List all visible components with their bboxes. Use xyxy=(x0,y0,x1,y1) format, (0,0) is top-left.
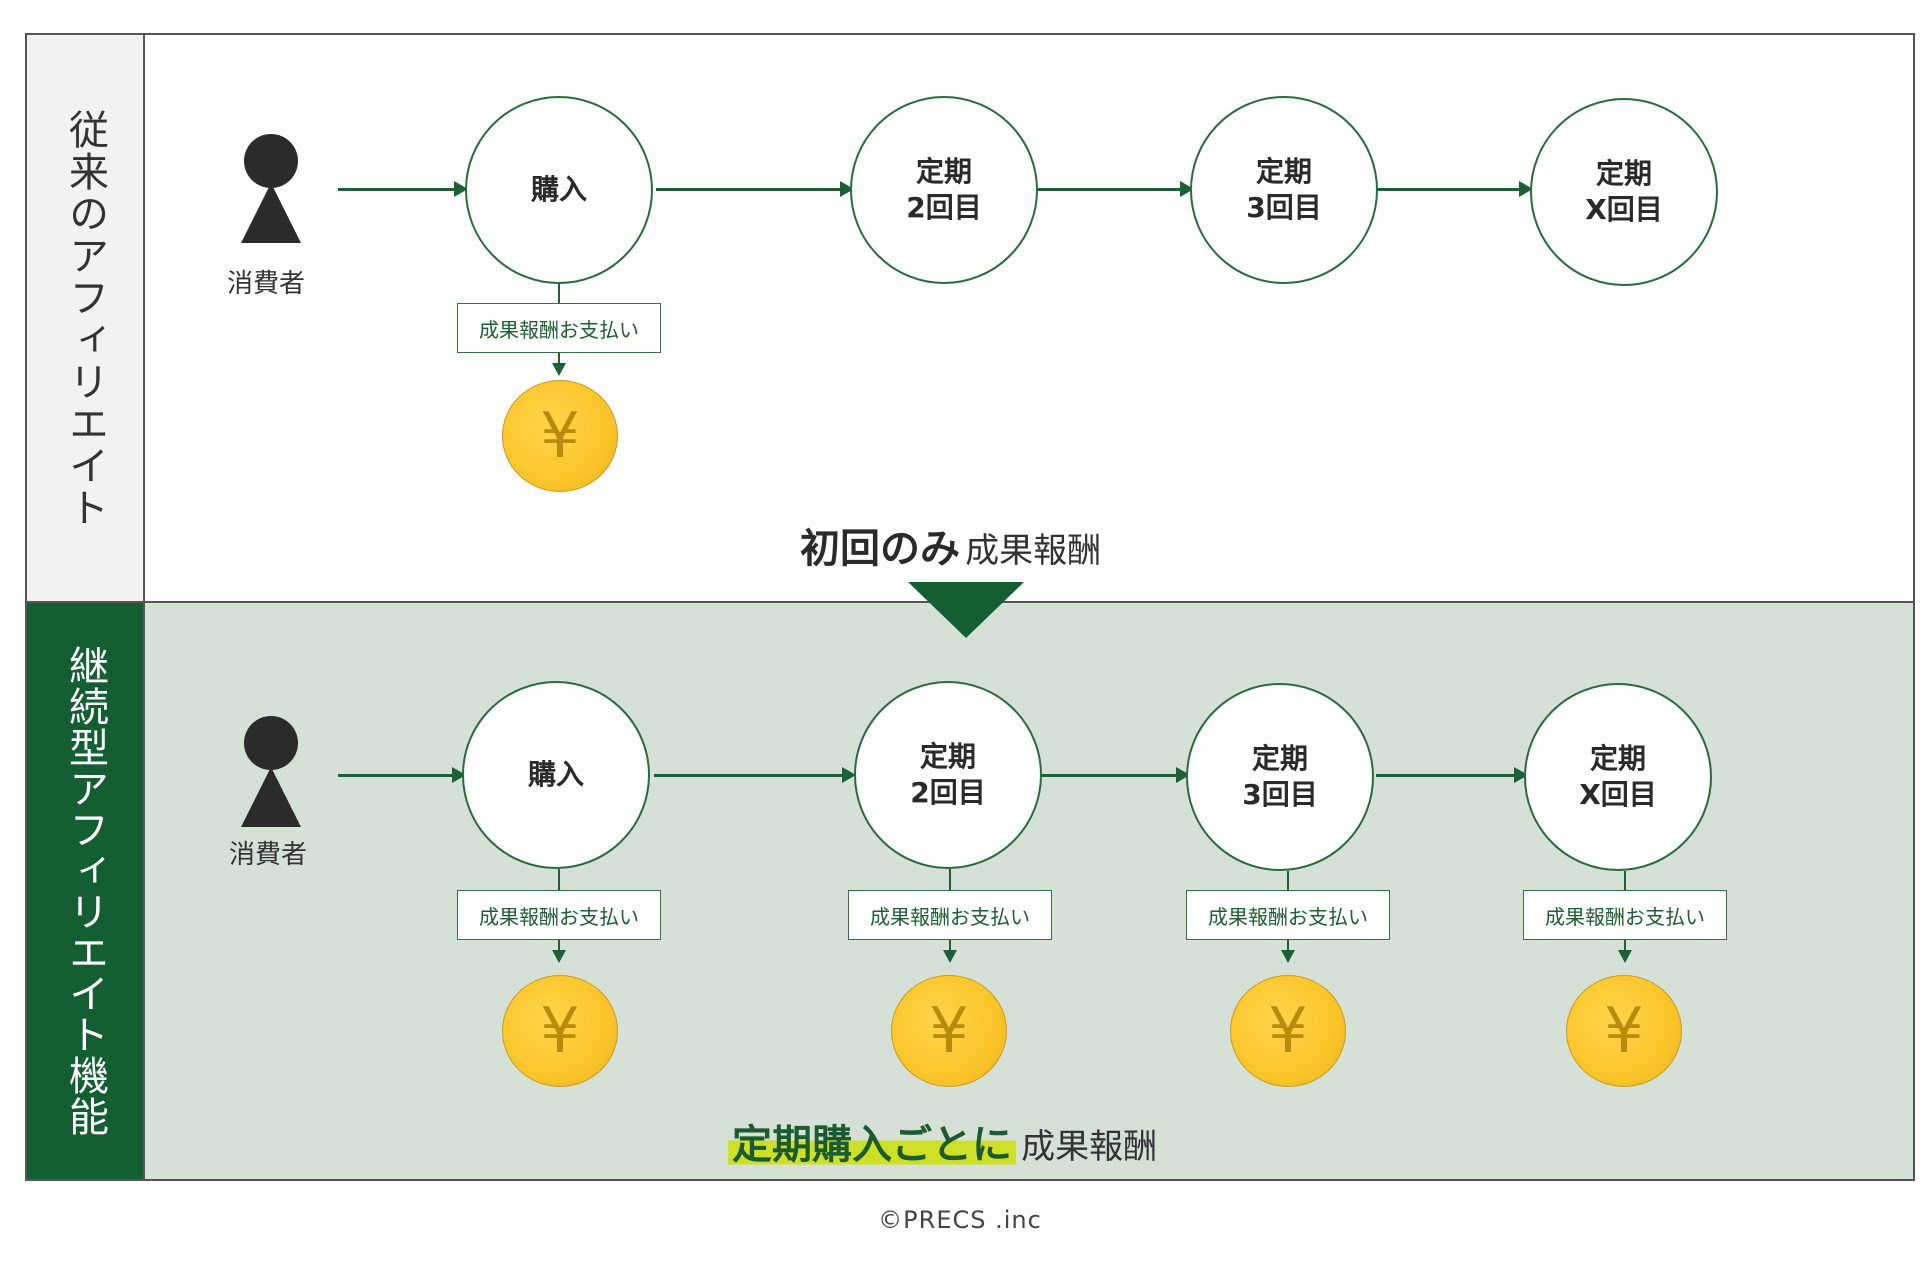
payment-connector xyxy=(949,940,951,950)
payment-label: 成果報酬お支払い xyxy=(1208,904,1368,929)
yen-coin-icon: ¥ xyxy=(891,975,1007,1087)
payment-arrow-icon xyxy=(1618,950,1632,963)
consumer-body-icon xyxy=(241,767,301,827)
payment-connector xyxy=(558,353,560,363)
step-label: 定期 3回目 xyxy=(1246,155,1322,224)
continuous-section-label-panel: 継続型アフィリエイト機能 xyxy=(27,603,145,1179)
payment-connector xyxy=(1624,871,1626,891)
payment-box: 成果報酬お支払い xyxy=(457,890,661,940)
step-circle-purchase: 購入 xyxy=(465,96,653,284)
payment-arrow-icon xyxy=(943,950,957,963)
payment-arrow-icon xyxy=(552,363,566,376)
payment-connector xyxy=(558,869,560,891)
flow-line xyxy=(1376,774,1520,777)
step-label: 定期 2回目 xyxy=(906,155,982,224)
yen-coin-icon: ¥ xyxy=(502,380,618,492)
payment-label: 成果報酬お支払い xyxy=(870,904,1030,929)
payment-box: 成果報酬お支払い xyxy=(848,890,1052,940)
consumer-label: 消費者 xyxy=(229,840,308,870)
step-label: 購入 xyxy=(530,173,587,206)
consumer-head-icon xyxy=(244,716,298,770)
flow-line xyxy=(338,774,458,777)
copyright-text: ©PRECS .inc xyxy=(878,1206,1042,1234)
payment-arrow-icon xyxy=(1281,950,1295,963)
continuous-section-label: 継続型アフィリエイト機能 xyxy=(62,645,108,1137)
flow-line xyxy=(1377,188,1525,191)
yen-symbol: ¥ xyxy=(929,994,969,1067)
flow-arrow-icon xyxy=(842,767,856,783)
payment-label: 成果報酬お支払い xyxy=(479,904,639,929)
payment-label: 成果報酬お支払い xyxy=(1545,904,1705,929)
step-label: 購入 xyxy=(527,758,584,791)
step-circle-2nd: 定期 2回目 xyxy=(854,681,1042,869)
yen-coin-icon: ¥ xyxy=(1566,975,1682,1087)
yen-symbol: ¥ xyxy=(540,399,580,472)
payment-connector xyxy=(558,940,560,950)
step-label: 定期 X回目 xyxy=(1585,157,1663,226)
step-circle-xth: 定期 X回目 xyxy=(1530,98,1718,286)
step-circle-2nd: 定期 2回目 xyxy=(850,96,1038,284)
caption-reward: 成果報酬 xyxy=(1021,1127,1158,1167)
traditional-section-label-panel: 従来のアフィリエイト xyxy=(27,35,145,603)
transition-arrow-icon xyxy=(908,582,1024,638)
consumer-head-icon xyxy=(244,134,298,188)
yen-symbol: ¥ xyxy=(540,994,580,1067)
flow-arrow-icon xyxy=(454,181,468,197)
payment-label: 成果報酬お支払い xyxy=(479,317,639,342)
payment-box: 成果報酬お支払い xyxy=(1186,890,1390,940)
step-circle-purchase: 購入 xyxy=(462,681,650,869)
caption-emphasis: 定期購入ごとに xyxy=(728,1122,1016,1168)
flow-line xyxy=(338,188,460,191)
payment-connector xyxy=(1287,871,1289,891)
yen-coin-icon: ¥ xyxy=(502,975,618,1087)
yen-coin-icon: ¥ xyxy=(1230,975,1346,1087)
step-circle-3rd: 定期 3回目 xyxy=(1190,96,1378,284)
flow-line xyxy=(654,774,848,777)
payment-connector xyxy=(558,284,560,304)
traditional-caption: 初回のみ 成果報酬 xyxy=(800,516,1101,574)
caption-reward: 成果報酬 xyxy=(965,531,1102,571)
step-circle-3rd: 定期 3回目 xyxy=(1186,683,1374,871)
consumer-label: 消費者 xyxy=(227,269,306,299)
payment-box: 成果報酬お支払い xyxy=(457,303,661,353)
flow-line xyxy=(1042,774,1182,777)
step-label: 定期 2回目 xyxy=(910,740,986,809)
continuous-caption: 定期購入ごとに 成果報酬 xyxy=(728,1112,1157,1170)
payment-connector xyxy=(1287,940,1289,950)
payment-box: 成果報酬お支払い xyxy=(1523,890,1727,940)
traditional-section-label: 従来のアフィリエイト xyxy=(62,109,108,529)
flow-arrow-icon xyxy=(1519,181,1533,197)
payment-connector xyxy=(1624,940,1626,950)
step-circle-xth: 定期 X回目 xyxy=(1524,683,1712,871)
flow-line xyxy=(1038,188,1186,191)
payment-arrow-icon xyxy=(552,950,566,963)
yen-symbol: ¥ xyxy=(1604,994,1644,1067)
step-label: 定期 X回目 xyxy=(1579,742,1657,811)
flow-line xyxy=(656,188,846,191)
caption-emphasis: 初回のみ xyxy=(800,526,960,572)
step-label: 定期 3回目 xyxy=(1242,742,1318,811)
consumer-body-icon xyxy=(241,183,301,243)
yen-symbol: ¥ xyxy=(1268,994,1308,1067)
payment-connector xyxy=(949,869,951,891)
